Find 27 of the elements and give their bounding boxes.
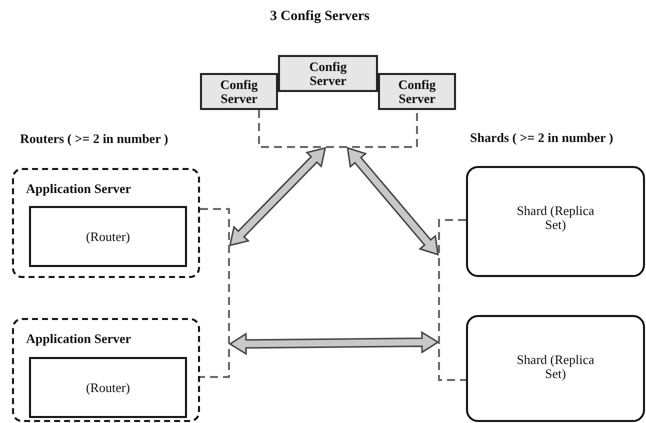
box-label: Config Server — [219, 78, 259, 106]
section-heading: Shards ( >= 2 in number ) — [470, 130, 614, 146]
double-arrow — [228, 330, 440, 356]
dashed-bracket — [200, 208, 230, 378]
section-heading: Routers ( >= 2 in number ) — [20, 131, 168, 147]
config-server-box — [278, 55, 378, 92]
config-server-box — [378, 73, 456, 110]
double-arrow — [346, 146, 439, 256]
application-server-group — [12, 168, 200, 278]
double-arrow — [229, 146, 326, 246]
shard-box — [466, 166, 645, 277]
application-server-group — [12, 318, 200, 422]
group-heading: Application Server — [26, 182, 132, 196]
diagram-title: 3 Config Servers — [270, 9, 370, 25]
box-label: (Router) — [86, 380, 130, 394]
router-box — [29, 206, 187, 267]
shard-box — [466, 315, 645, 422]
box-label: (Router) — [86, 230, 130, 244]
config-server-box — [200, 73, 278, 110]
dashed-bracket — [258, 110, 418, 148]
router-box — [29, 357, 187, 418]
box-label: Config Server — [308, 60, 348, 88]
group-heading: Application Server — [26, 332, 132, 346]
box-label: Shard (Replica Set) — [516, 353, 594, 381]
box-label: Config Server — [397, 78, 437, 106]
dashed-bracket — [438, 219, 466, 381]
box-label: Shard (Replica Set) — [516, 204, 594, 232]
